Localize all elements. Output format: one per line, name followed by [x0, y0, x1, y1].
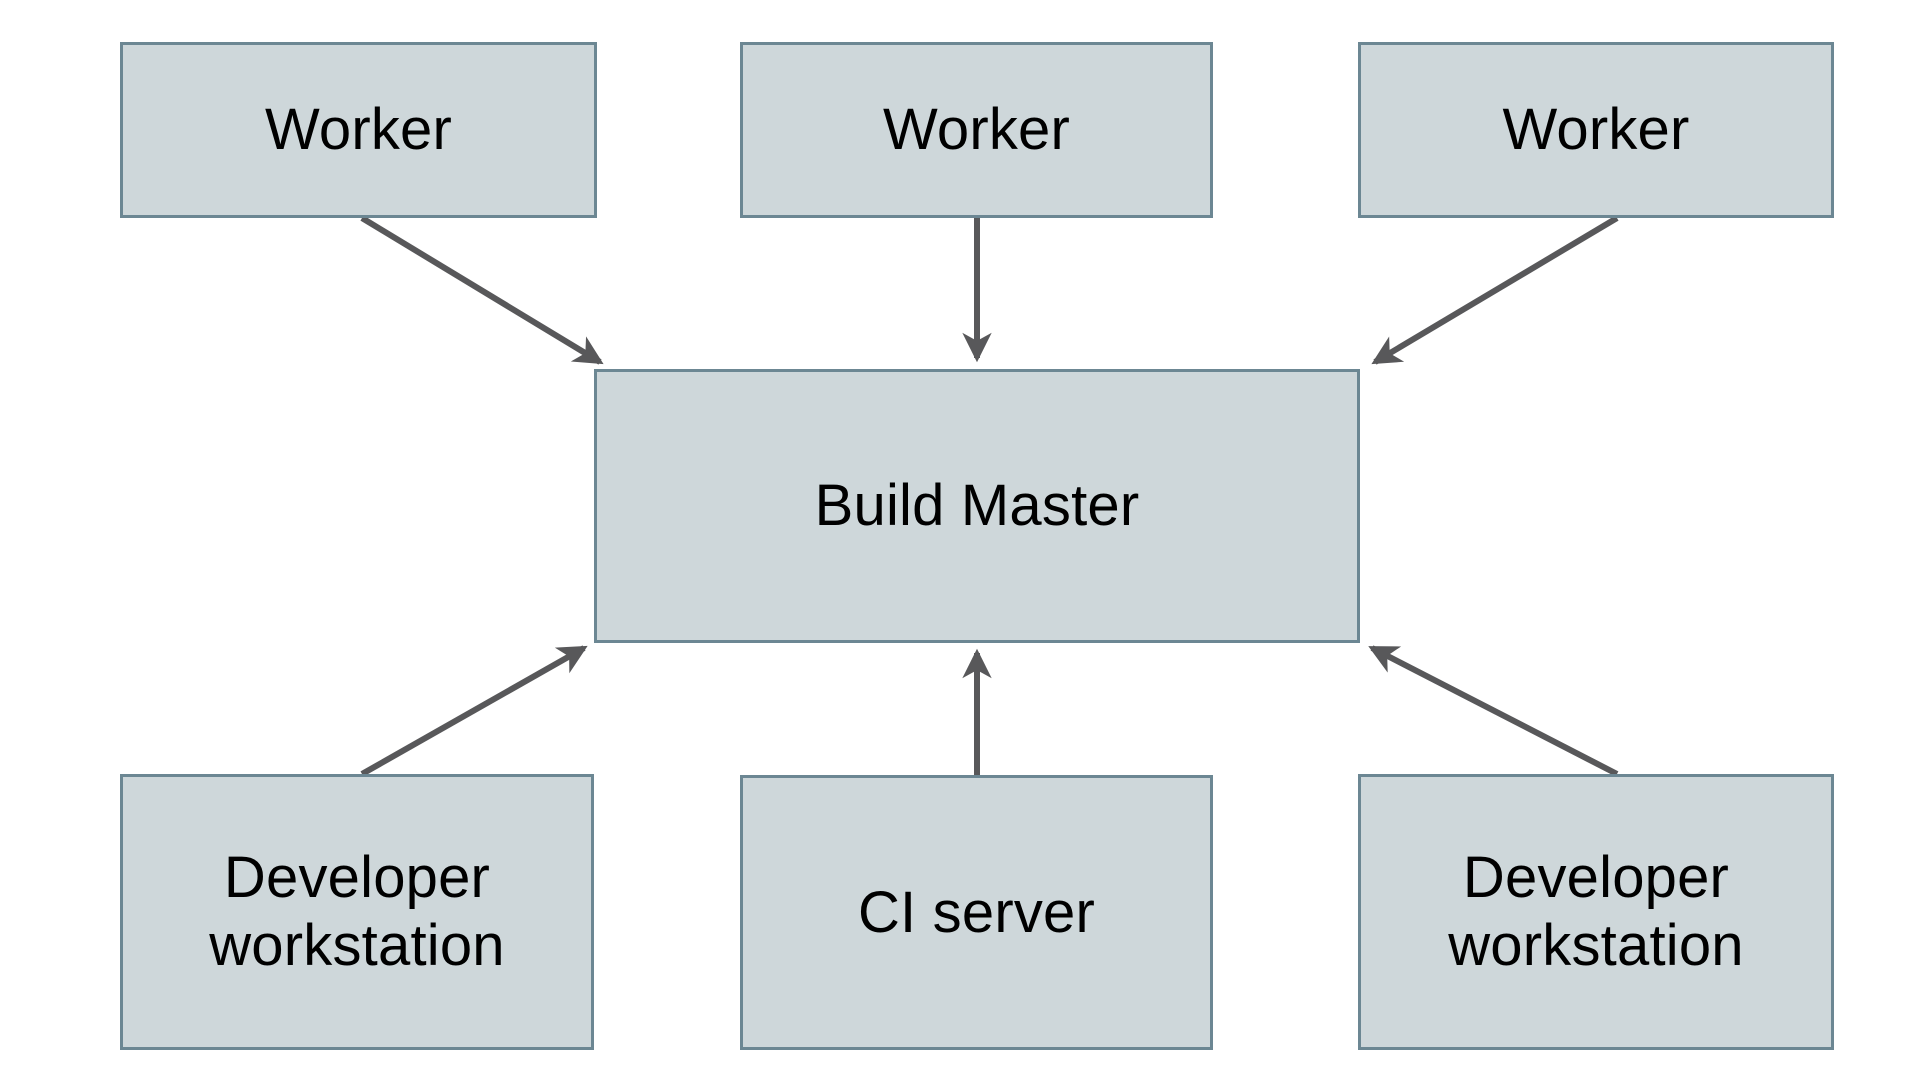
node-worker-right[interactable]: Worker [1358, 42, 1834, 218]
node-worker-left[interactable]: Worker [120, 42, 597, 218]
node-developer-workstation-left[interactable]: Developer workstation [120, 774, 594, 1050]
edge-worker-left-to-master [360, 215, 604, 365]
node-label: Developer workstation [1448, 845, 1744, 978]
node-label: Build Master [814, 473, 1140, 539]
node-label: Developer workstation [209, 845, 505, 978]
node-ci-server[interactable]: CI server [740, 775, 1213, 1050]
node-label: Worker [882, 97, 1071, 163]
edge-dev-left-to-master [360, 645, 588, 777]
node-label: Worker [1502, 97, 1690, 163]
edge-worker-right-to-master [1371, 215, 1619, 365]
edge-dev-right-to-master [1368, 645, 1619, 777]
node-developer-workstation-right[interactable]: Developer workstation [1358, 774, 1834, 1050]
node-label: CI server [857, 879, 1096, 945]
node-build-master[interactable]: Build Master [594, 369, 1360, 643]
node-worker-center[interactable]: Worker [740, 42, 1213, 218]
node-label: Worker [264, 97, 453, 163]
